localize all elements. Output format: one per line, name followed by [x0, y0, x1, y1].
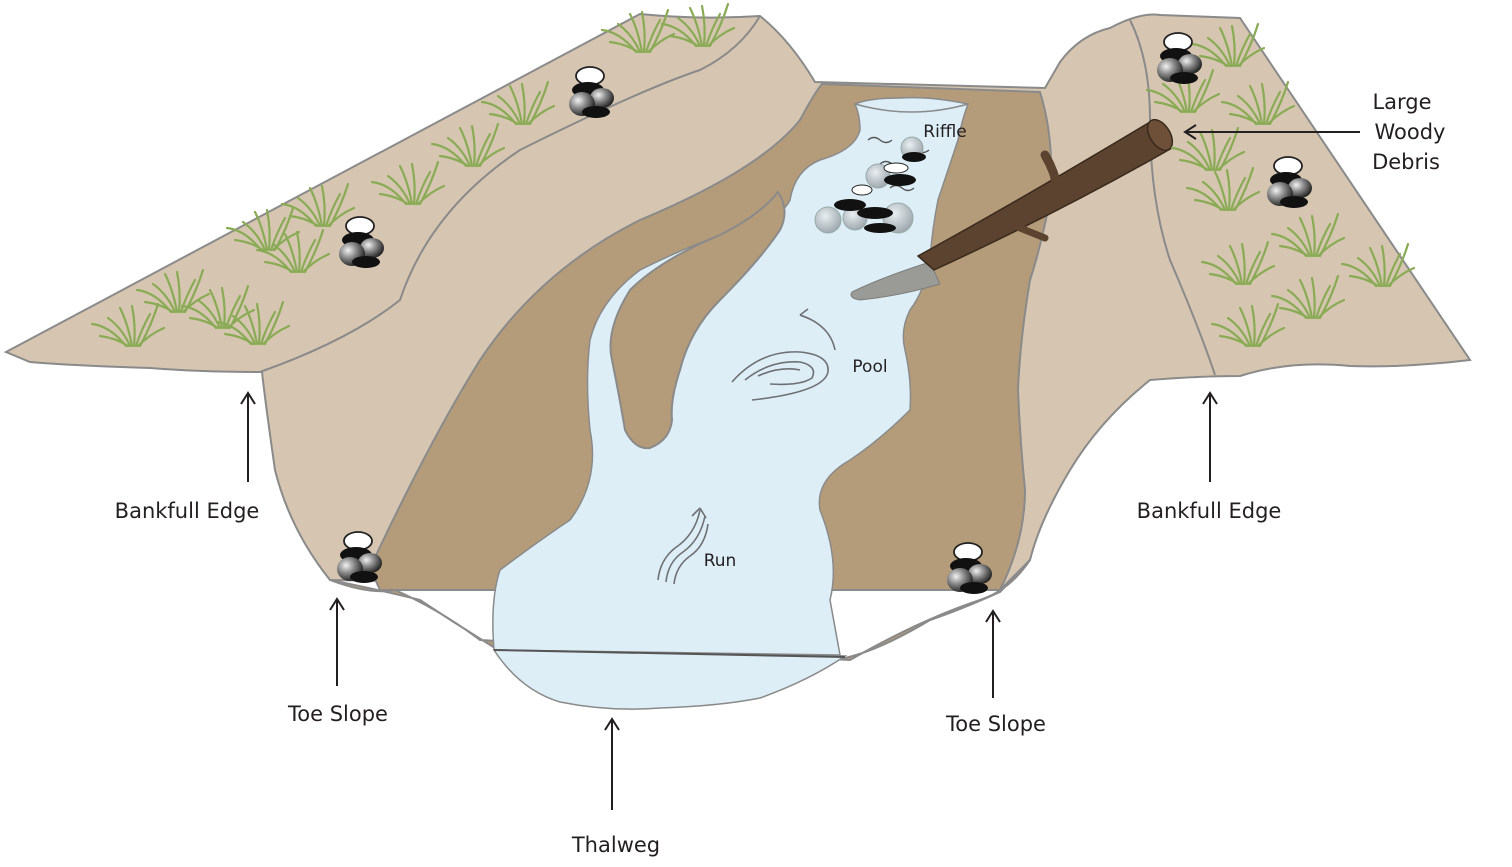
gravel-bar — [609, 190, 786, 450]
toe-slope-right-label: Toe Slope — [945, 712, 1046, 736]
toe-left-arrow — [329, 597, 345, 686]
flow-arrow-icon — [731, 308, 836, 401]
riffle-label: Riffle — [923, 122, 966, 142]
bankfull-edge-left-label: Bankfull Edge — [115, 499, 260, 523]
thalweg-label: Thalweg — [571, 833, 660, 857]
riffle-rocks-icon — [814, 136, 926, 234]
lwd-label-line3: Debris — [1372, 150, 1440, 174]
bankfull-right-arrow — [1202, 391, 1218, 482]
lwd-label-line2: Woody — [1375, 120, 1446, 144]
run-flow-icon — [657, 507, 709, 585]
bankfull-edge-right-label: Bankfull Edge — [1137, 499, 1282, 523]
toe-right-arrow — [985, 609, 1001, 698]
toe-slope-left-label: Toe Slope — [287, 702, 388, 726]
run-label: Run — [704, 551, 737, 571]
bankfull-left-arrow — [240, 391, 256, 482]
thalweg-arrow — [604, 717, 620, 810]
lwd-label-line1: Large — [1372, 90, 1431, 114]
pool-label: Pool — [852, 357, 887, 377]
submerged-log — [850, 261, 941, 301]
lwd-arrow — [1183, 124, 1360, 140]
